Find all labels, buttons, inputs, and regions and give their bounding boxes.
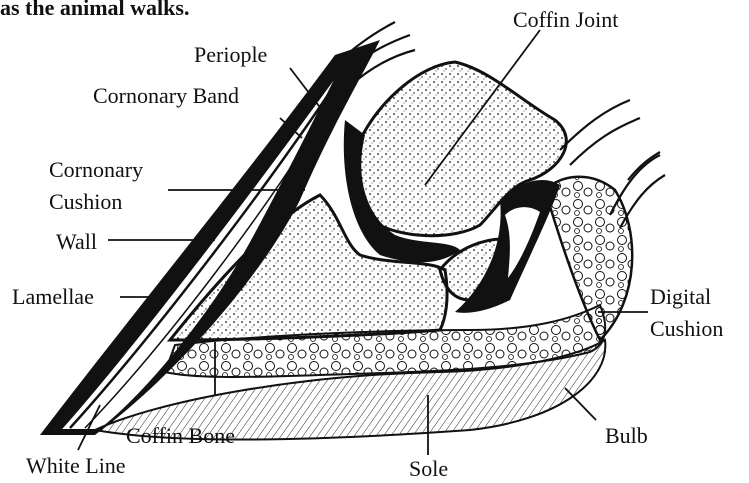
label-periople: Periople <box>194 43 267 67</box>
label-lamellae: Lamellae <box>12 285 94 309</box>
label-digital-cushion-line2: Cushion <box>650 317 723 341</box>
label-coronary-cushion-line1: Cornonary <box>49 158 143 182</box>
label-coffin-bone: Coffin Bone <box>126 424 235 448</box>
label-wall: Wall <box>56 230 97 254</box>
label-sole: Sole <box>409 457 448 481</box>
label-coffin-joint: Coffin Joint <box>513 8 618 32</box>
label-coronary-cushion-line2: Cushion <box>49 190 122 214</box>
label-white-line: White Line <box>26 454 126 478</box>
label-coronary-band: Cornonary Band <box>93 84 239 108</box>
leader-bulb <box>565 388 596 420</box>
label-digital-cushion-line1: Digital <box>650 285 711 309</box>
label-bulb: Bulb <box>605 424 648 448</box>
caption-text: as the animal walks. <box>0 0 189 20</box>
